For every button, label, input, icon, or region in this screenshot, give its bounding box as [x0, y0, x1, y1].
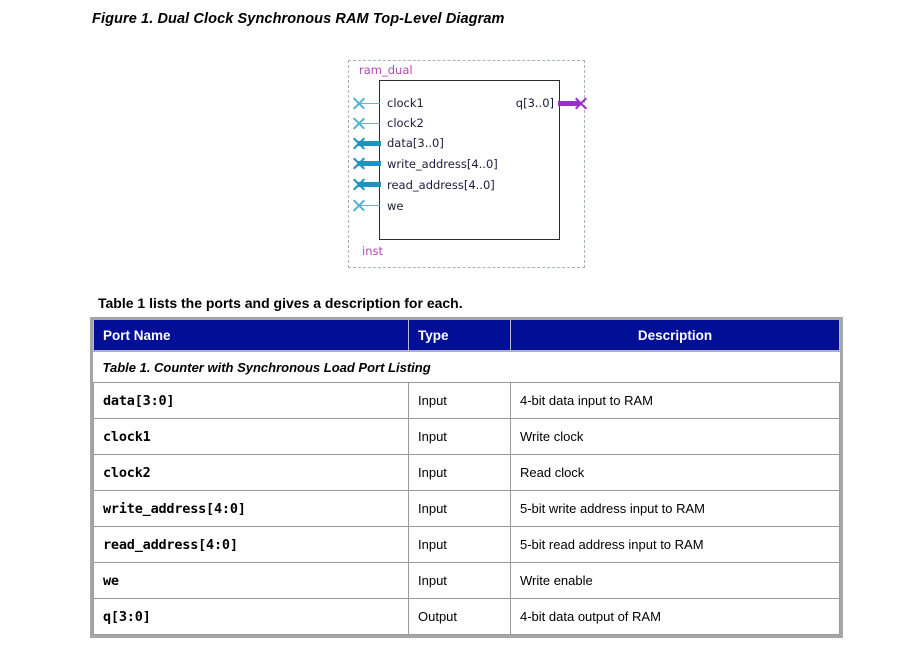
- port-label-we: we: [387, 199, 404, 213]
- port-label-read-address: read_address[4..0]: [387, 178, 495, 192]
- wire-q-output: [558, 101, 580, 106]
- cell-type: Input: [408, 418, 511, 455]
- cell-description: Read clock: [510, 454, 840, 491]
- column-header-description: Description: [510, 320, 840, 352]
- column-header-type: Type: [408, 320, 511, 352]
- cell-port-name: we: [93, 562, 409, 599]
- table-header-row: Port Name Type Description: [93, 320, 840, 352]
- port-label-write-address: write_address[4..0]: [387, 157, 498, 171]
- port-listing-table: Table 1. Counter with Synchronous Load P…: [90, 317, 843, 638]
- wire-write-address: [358, 161, 381, 166]
- cell-type: Input: [408, 454, 511, 491]
- cell-port-name: write_address[4:0]: [93, 490, 409, 527]
- cell-type: Input: [408, 382, 511, 419]
- table-title: Table 1. Counter with Synchronous Load P…: [93, 351, 840, 383]
- table-row: clock2 Input Read clock: [93, 454, 840, 491]
- cell-description: Write enable: [510, 562, 840, 599]
- cell-port-name: data[3:0]: [93, 382, 409, 419]
- block-diagram: ram_dual clock1 clock2 data[3..0] write_…: [348, 60, 585, 268]
- table-row: data[3:0] Input 4-bit data input to RAM: [93, 382, 840, 419]
- table-body: data[3:0] Input 4-bit data input to RAM …: [93, 382, 840, 635]
- table-row: clock1 Input Write clock: [93, 418, 840, 455]
- table-title-row: Table 1. Counter with Synchronous Load P…: [93, 351, 840, 383]
- wire-read-address: [358, 182, 381, 187]
- cell-description: 5-bit write address input to RAM: [510, 490, 840, 527]
- cell-port-name: clock1: [93, 418, 409, 455]
- cell-type: Output: [408, 598, 511, 635]
- cell-port-name: read_address[4:0]: [93, 526, 409, 563]
- intro-text: Table 1 lists the ports and gives a desc…: [98, 295, 463, 311]
- port-label-clock1: clock1: [387, 96, 424, 110]
- pin-marker-q: [573, 96, 588, 111]
- entity-name-label: ram_dual: [359, 63, 413, 77]
- table-row: write_address[4:0] Input 5-bit write add…: [93, 490, 840, 527]
- table-row: we Input Write enable: [93, 562, 840, 599]
- wire-we: [358, 205, 380, 207]
- cell-type: Input: [408, 490, 511, 527]
- cell-type: Input: [408, 526, 511, 563]
- table-row: read_address[4:0] Input 5-bit read addre…: [93, 526, 840, 563]
- cell-type: Input: [408, 562, 511, 599]
- cell-description: Write clock: [510, 418, 840, 455]
- port-label-q: q[3..0]: [515, 96, 554, 110]
- cell-description: 4-bit data input to RAM: [510, 382, 840, 419]
- figure-caption: Figure 1. Dual Clock Synchronous RAM Top…: [92, 11, 505, 27]
- wire-clock2: [358, 123, 380, 125]
- port-label-clock2: clock2: [387, 116, 424, 130]
- column-header-port-name: Port Name: [93, 320, 409, 352]
- instance-name-label: inst: [362, 244, 383, 258]
- cell-port-name: clock2: [93, 454, 409, 491]
- cell-port-name: q[3:0]: [93, 598, 409, 635]
- cell-description: 4-bit data output of RAM: [510, 598, 840, 635]
- wire-clock1: [358, 103, 380, 105]
- block-body: [379, 80, 560, 240]
- wire-data: [358, 141, 381, 146]
- cell-description: 5-bit read address input to RAM: [510, 526, 840, 563]
- port-label-data: data[3..0]: [387, 136, 444, 150]
- table-row: q[3:0] Output 4-bit data output of RAM: [93, 598, 840, 635]
